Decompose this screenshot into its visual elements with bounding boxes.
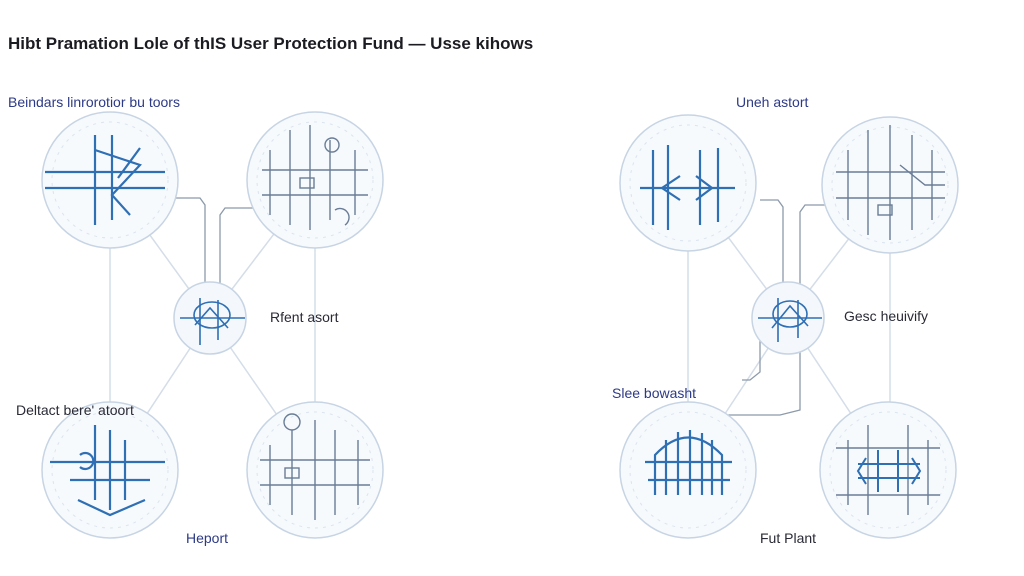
right-cluster [619,114,959,539]
left-cluster [41,111,384,539]
left-node-top-left [41,111,179,249]
right-label-bottom: Fut Plant [760,530,817,546]
diagram-title: Hibt Pramation Lole of thIS User Protect… [8,34,534,53]
right-node-center [751,281,825,355]
left-label-center: Rfent asort [270,309,339,325]
left-node-bottom-left [41,401,179,539]
left-label-bottom-left: Deltact bere' atoort [16,402,134,418]
left-bracket-connectors [165,197,258,300]
right-node-bottom-left [619,401,757,539]
left-node-bottom-right [246,401,384,539]
left-node-center [173,281,247,355]
left-label-top: Beindars linrorotior bu toors [8,94,180,110]
right-node-top-right [821,116,959,254]
right-node-bottom-right [819,401,957,539]
right-label-bottom-left: Slee bowasht [612,385,697,401]
right-label-top: Uneh astort [736,94,809,110]
right-label-center: Gesc heuivify [844,308,929,324]
left-node-top-right [246,111,384,249]
right-node-top-left [619,114,757,252]
left-label-bottom: Heport [186,530,229,546]
